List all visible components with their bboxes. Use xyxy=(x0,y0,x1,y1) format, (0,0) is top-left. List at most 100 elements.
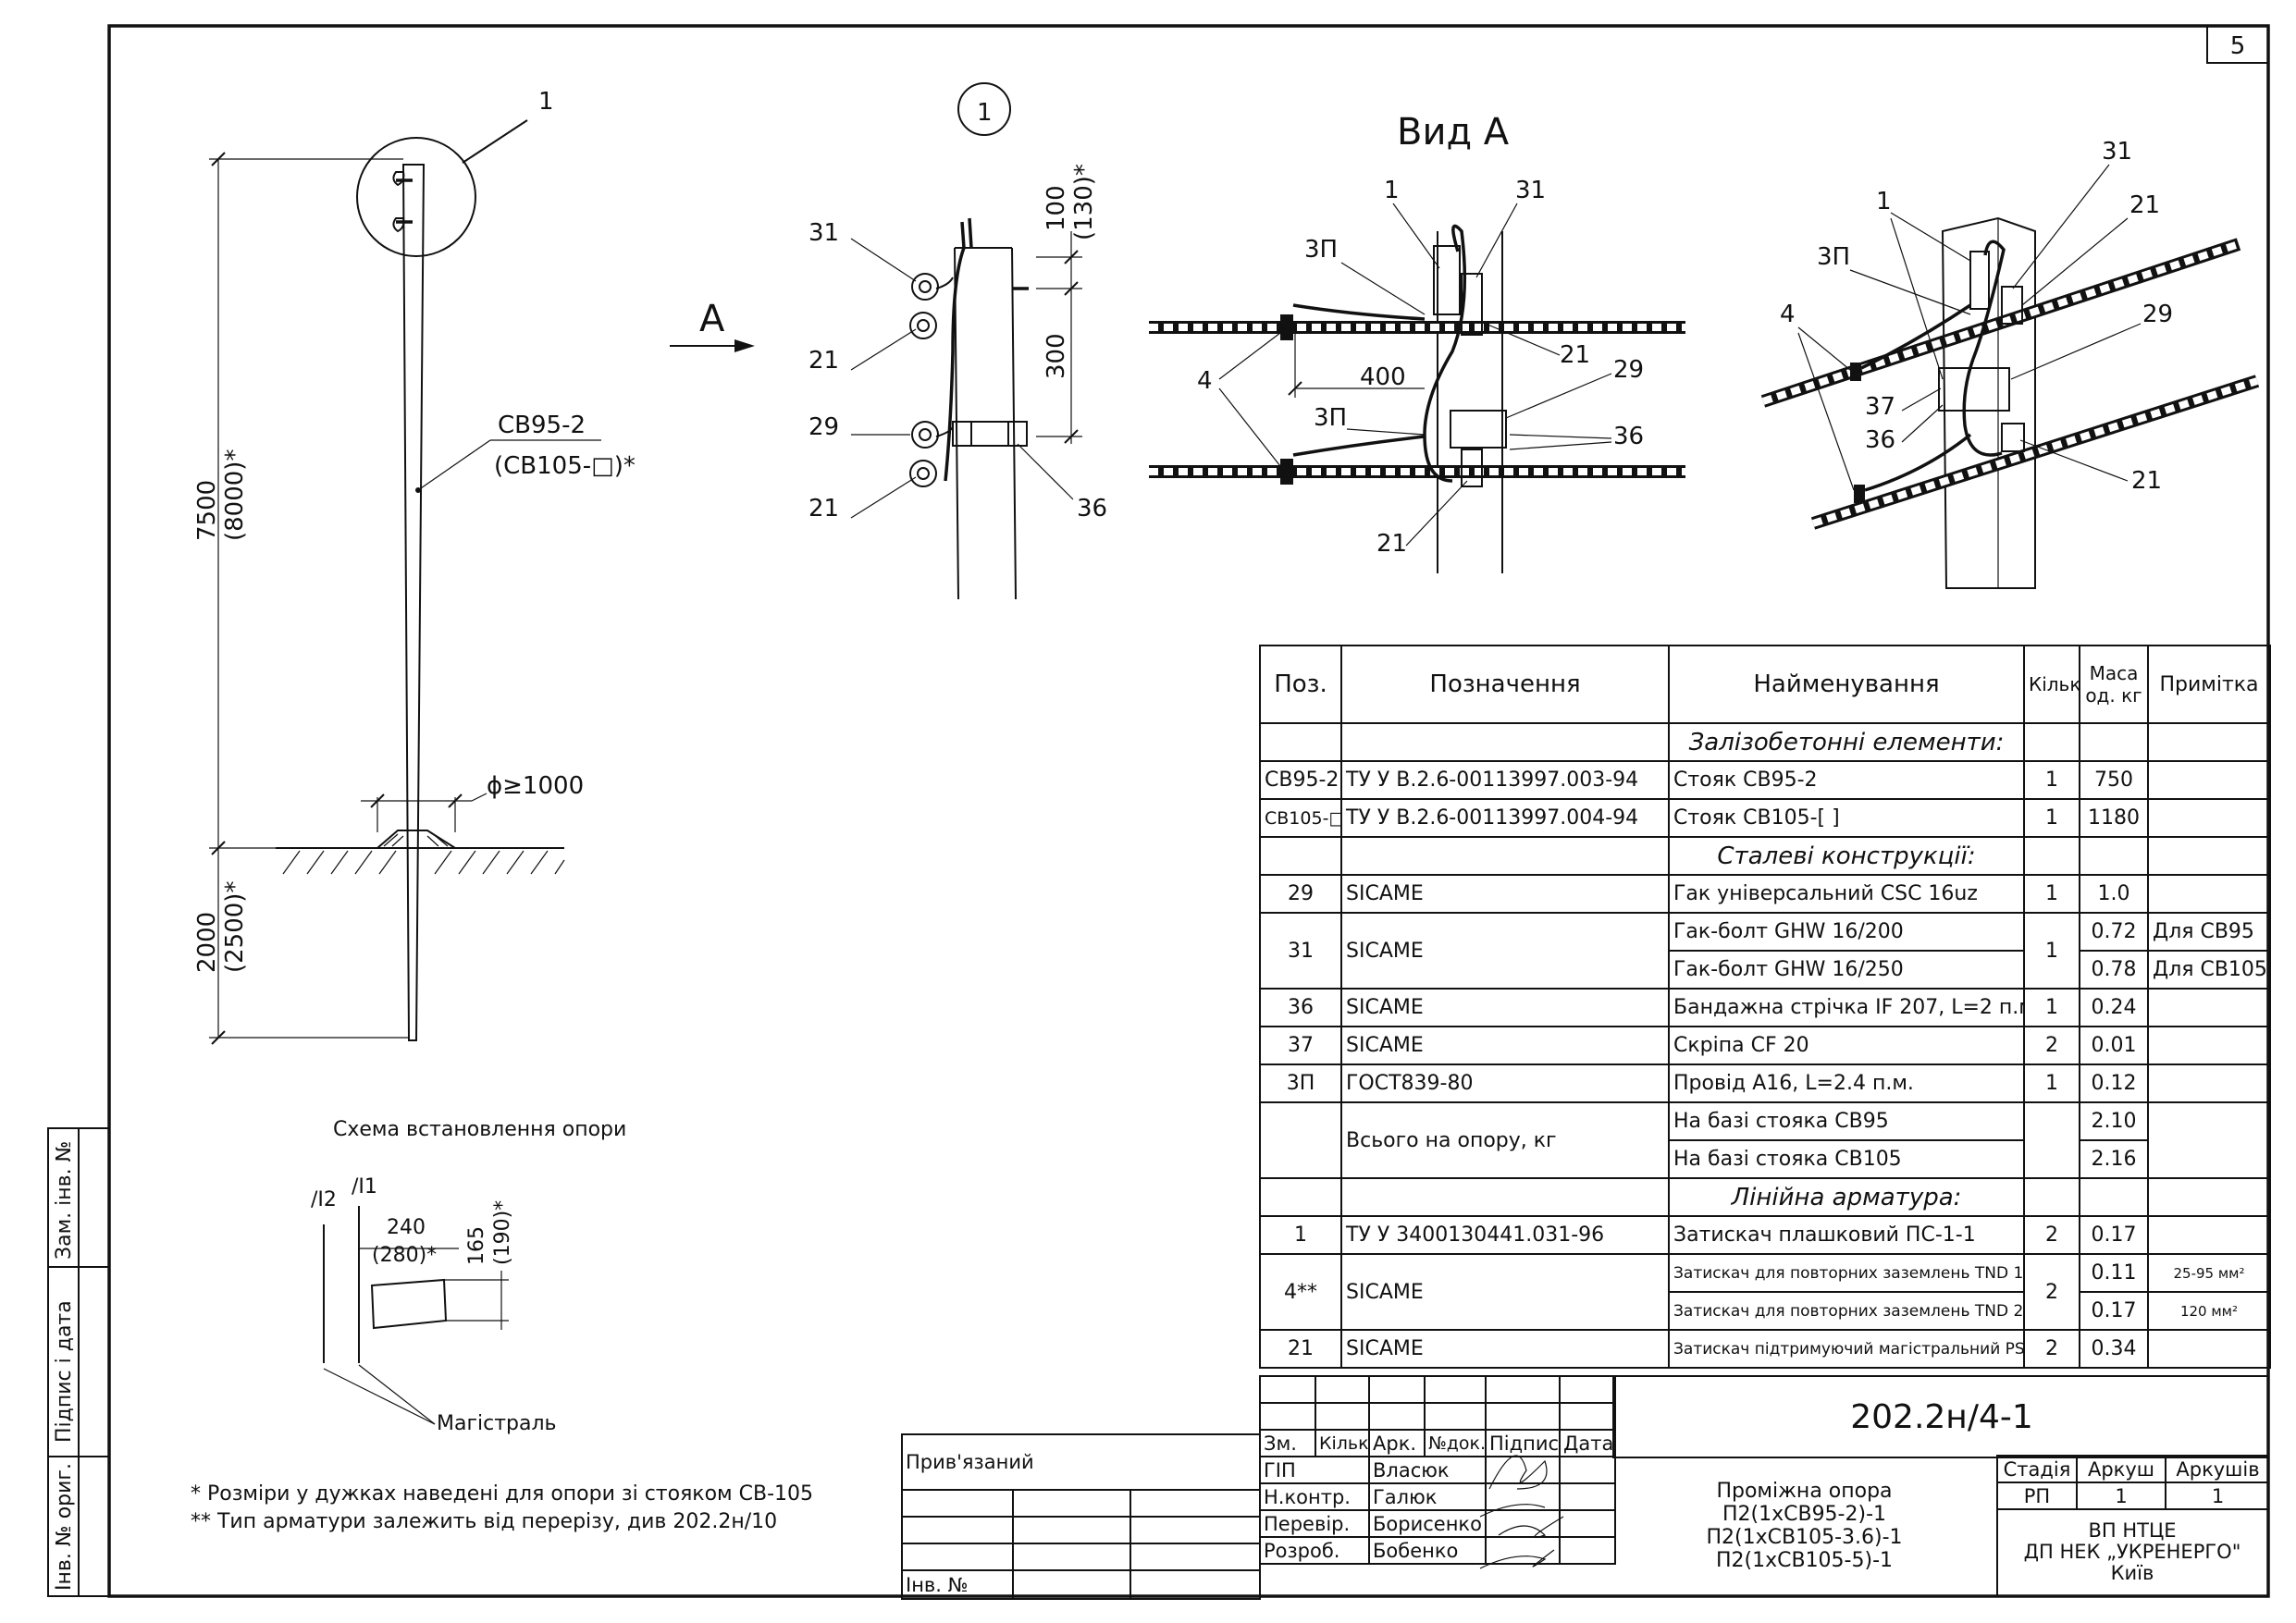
linked-label: Прив'язаний xyxy=(901,1433,1261,1491)
role-label: ГІП xyxy=(1259,1456,1370,1484)
spec-des: SICAME xyxy=(1340,1026,1670,1065)
role-name: Борисенко xyxy=(1368,1509,1487,1538)
spec-note xyxy=(2147,798,2271,838)
spec-des: SICAME xyxy=(1340,988,1670,1027)
va-pos-21b: 21 xyxy=(1376,530,1407,558)
spec-note: 120 мм² xyxy=(2147,1291,2271,1331)
spec-mass: 0.24 xyxy=(2079,988,2149,1027)
detail-1-circle xyxy=(957,82,1011,136)
sheet-number-box xyxy=(2206,25,2269,64)
scheme-title: Схема встановлення опори xyxy=(333,1118,626,1141)
spec-pos: 36 xyxy=(1259,988,1342,1027)
spec-section-rc: Залізобетонні елементи: xyxy=(1668,722,2025,762)
note-1: * Розміри у дужках наведені для опори зі… xyxy=(191,1482,813,1506)
scheme-h: 165 xyxy=(465,1226,488,1265)
pole-type-label: СВ95-2 xyxy=(498,412,586,439)
spec-name: Бандажна стрічка IF 207, L=2 п.м. xyxy=(1668,988,2025,1027)
d1-pos-29: 29 xyxy=(809,413,839,441)
spec-header: Найменування xyxy=(1668,645,2025,724)
detail-1: 1 А 100 (130)* xyxy=(670,82,1107,600)
spec-mass: 750 xyxy=(2079,760,2149,800)
isometric-view: 31 21 1 3П 4 29 37 36 21 xyxy=(1760,138,2260,589)
d1-pos-21a: 21 xyxy=(809,347,839,375)
view-a: Вид А 400 1 31 3П 4 3П xyxy=(1149,111,1685,573)
spec-name: Провід А16, L=2.4 п.м. xyxy=(1668,1064,2025,1103)
spec-qty: 1 xyxy=(2023,912,2080,990)
org-line: ДП НЕК „УКРЕНЕРГО" xyxy=(2023,1541,2241,1563)
spec-note xyxy=(2147,1329,2271,1369)
iso-pos-21a: 21 xyxy=(2129,191,2160,219)
scheme-w: 240 xyxy=(387,1216,426,1239)
iso-pos-1: 1 xyxy=(1876,188,1892,215)
linked-block: Прив'язаний Інв. № xyxy=(901,1433,1261,1600)
role-label: Н.контр. xyxy=(1259,1482,1370,1511)
object-title-line: П2(1хСВ95-2)-1 xyxy=(1722,1502,1887,1526)
role-name: Власюк xyxy=(1368,1456,1487,1484)
dim-300: 300 xyxy=(1043,333,1070,379)
spec-section-row: Лінійна арматура: xyxy=(1259,1177,2271,1217)
table-row: 36 SICAME Бандажна стрічка IF 207, L=2 п… xyxy=(1259,988,2271,1027)
scheme-l2: /I2 xyxy=(311,1188,337,1211)
spec-pos: 4** xyxy=(1259,1253,1342,1331)
sheet-header: Аркуш xyxy=(2076,1455,2166,1483)
spec-section-line: Лінійна арматура: xyxy=(1668,1177,2025,1217)
spec-header: Маса од. кг xyxy=(2079,645,2149,724)
spec-name: Гак універсальний CSC 16uz xyxy=(1668,874,2025,914)
role-name: Галюк xyxy=(1368,1482,1487,1511)
table-row: 21 SICAME Затискач підтримуючий магістра… xyxy=(1259,1329,2271,1369)
spec-mass: 1.0 xyxy=(2079,874,2149,914)
spec-header-row: Поз. Позначення Найменування Кільк. Маса… xyxy=(1259,645,2271,724)
installation-scheme: Схема встановлення опори /I2 /I1 240 (28… xyxy=(311,1118,626,1435)
spec-name: Стояк СВ95-2 xyxy=(1668,760,2025,800)
spec-name: Затискач плашковий ПС-1-1 xyxy=(1668,1215,2025,1255)
d1-pos-21b: 21 xyxy=(809,495,839,523)
spec-header: Позначення xyxy=(1340,645,1670,724)
sheet-number: 5 xyxy=(2230,32,2246,60)
spec-note xyxy=(2147,1064,2271,1103)
scheme-pole-section xyxy=(370,1278,448,1330)
table-row: Всього на опору, кг На базі стояка СВ95 … xyxy=(1259,1101,2271,1179)
org-line: Київ xyxy=(2110,1562,2154,1584)
d1-pos-31: 31 xyxy=(809,219,839,247)
side-stamp-inv-orig: Інв. № ориг. xyxy=(53,1463,76,1591)
spec-des: ТУ У В.2.6-00113997.004-94 xyxy=(1340,798,1670,838)
col-header: Кільк. xyxy=(1315,1429,1370,1457)
dim-100: 100 xyxy=(1043,185,1070,231)
va-pos-3p-b: 3П xyxy=(1314,404,1347,432)
col-header: Підпис xyxy=(1485,1429,1561,1457)
iso-pos-29: 29 xyxy=(2142,301,2173,328)
spec-note xyxy=(2147,1026,2271,1065)
sheets-header: Аркушів xyxy=(2165,1455,2269,1483)
table-row: 3П ГОСТ839-80 Провід А16, L=2.4 п.м. 1 0… xyxy=(1259,1064,2271,1103)
roles-block: Зм. Кільк. Арк. №док. Підпис Дата ГІП Вл… xyxy=(1259,1375,1616,1565)
table-row: 1 ТУ У 3400130441.031-96 Затискач плашко… xyxy=(1259,1215,2271,1255)
spec-mass: 0.78 xyxy=(2079,950,2149,990)
view-arrow-label: А xyxy=(699,298,725,340)
spec-note: Для СВ105 xyxy=(2147,950,2271,990)
spec-qty: 1 xyxy=(2023,1064,2080,1103)
spec-table: Поз. Позначення Найменування Кільк. Маса… xyxy=(1259,645,2271,1369)
spec-note: 25-95 мм² xyxy=(2147,1253,2271,1293)
stage-block: Стадія Аркуш Аркушів РП 1 1 xyxy=(1996,1455,2269,1510)
col-header: №док. xyxy=(1424,1429,1487,1457)
va-pos-4: 4 xyxy=(1197,367,1213,395)
stage-header: Стадія xyxy=(1996,1455,2078,1483)
va-pos-36: 36 xyxy=(1613,423,1644,450)
table-row: СВ105-□ ТУ У В.2.6-00113997.004-94 Стояк… xyxy=(1259,798,2271,838)
spec-name: Затискач підтримуючий магістральний PSP … xyxy=(1668,1329,2025,1369)
pole-height-label: 7500 xyxy=(193,480,221,541)
spec-mass: 0.72 xyxy=(2079,912,2149,952)
spec-name: На базі стояка СВ105 xyxy=(1668,1139,2025,1179)
role-label: Розроб. xyxy=(1259,1536,1370,1565)
col-header: Дата xyxy=(1559,1429,1616,1457)
spec-des: Всього на опору, кг xyxy=(1340,1101,1670,1179)
spec-name: Гак-болт GHW 16/250 xyxy=(1668,950,2025,990)
table-row: Затискач для повторних заземлень TND 231… xyxy=(1260,1291,2271,1331)
spec-pos: СВ105-□ xyxy=(1259,798,1342,838)
pole-depth-label: 2000 xyxy=(193,912,221,973)
object-title-line: П2(1хСВ105-3.6)-1 xyxy=(1706,1525,1903,1549)
spec-mass: 0.11 xyxy=(2079,1253,2149,1293)
spec-mass: 0.17 xyxy=(2079,1291,2149,1331)
spec-qty: 1 xyxy=(2023,760,2080,800)
